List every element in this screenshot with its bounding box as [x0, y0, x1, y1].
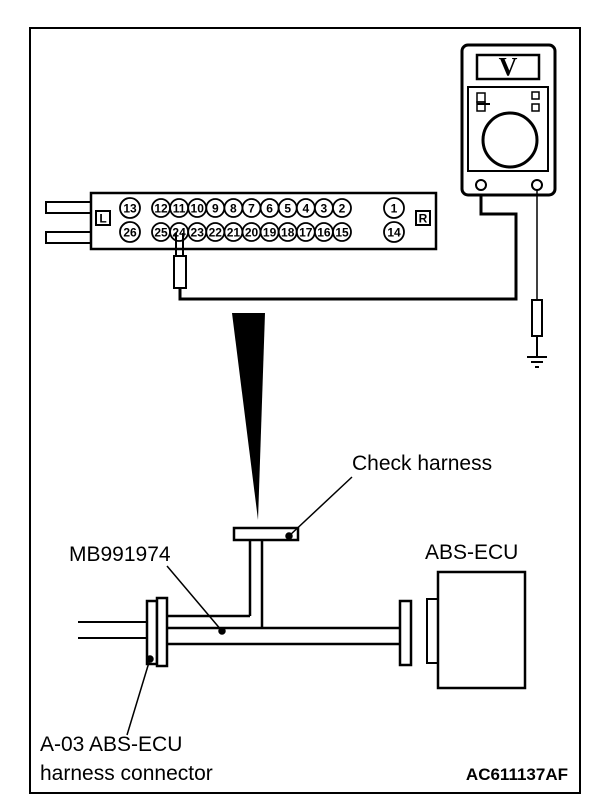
- leader-lines: [126, 476, 353, 736]
- connector-pin-label: 14: [387, 226, 401, 240]
- abs-ecu-box: [436, 570, 527, 690]
- meter-dial: [481, 111, 539, 169]
- connector-prongs: [45, 201, 93, 244]
- connector-pin-2: [332, 198, 352, 218]
- connector-pin-label: 11: [173, 202, 186, 216]
- label-tool-mb991974: MB991974: [69, 543, 171, 566]
- wire-probe-to-meter: [178, 186, 518, 301]
- connector-pin-label: 6: [266, 202, 273, 216]
- connector-pin-label: 1: [391, 202, 398, 216]
- connector-pin-label: 9: [212, 202, 219, 216]
- connector-pin-label: 21: [227, 226, 241, 240]
- connector-pin-26: [119, 221, 141, 243]
- connector-pin-label: 8: [230, 202, 237, 216]
- label-check-harness: Check harness: [352, 452, 492, 475]
- connector-pin-label: 23: [191, 226, 205, 240]
- connector-side-l: L: [95, 210, 111, 226]
- meter-symbol: V: [499, 53, 518, 82]
- tool-connector-plate: [155, 596, 169, 668]
- connector-pin-label: 10: [191, 202, 205, 216]
- connector-pin-label: 7: [248, 202, 255, 216]
- connector-pin-13: [119, 197, 141, 219]
- connector-pin-label: 22: [209, 226, 223, 240]
- connector-pin-label: 13: [123, 202, 137, 216]
- connector-pin-label: 15: [335, 226, 349, 240]
- ground-icon: [527, 356, 547, 368]
- voltmeter: V: [460, 43, 557, 197]
- connector-pin-label: 5: [284, 202, 291, 216]
- connector-pin-label: 19: [263, 226, 277, 240]
- meter-display: [475, 53, 541, 81]
- connector-pin-label: 18: [281, 226, 295, 240]
- connector-side-r: R: [415, 210, 431, 226]
- connector-pin-label: 25: [154, 226, 168, 240]
- connector-label-l: L: [99, 212, 106, 226]
- connector-pin-label: 4: [302, 202, 309, 216]
- ecu-side-connector: [398, 599, 413, 667]
- check-harness-tool: [167, 537, 400, 646]
- zoom-pointer: [232, 313, 265, 520]
- connector-pin-14: [383, 221, 405, 243]
- ground-lead: [531, 190, 543, 357]
- connector-label-r: R: [419, 212, 428, 226]
- connector-pin-label: 3: [321, 202, 328, 216]
- diagram-frame: [29, 27, 581, 794]
- label-connector-line2: harness connector: [40, 762, 213, 785]
- connector-pin-label: 24: [172, 226, 186, 240]
- connector-pin-label: 2: [339, 202, 346, 216]
- connector-pin-label: 26: [123, 226, 137, 240]
- connector-pin-label: 17: [299, 226, 313, 240]
- connector-pin-15: [332, 222, 352, 242]
- harness-connector-a03: [145, 599, 159, 666]
- check-harness-block: [232, 526, 300, 542]
- connector-pin-label: 16: [317, 226, 331, 240]
- figure-code: AC611137AF: [466, 765, 568, 784]
- meter-terminal-neg: [475, 179, 487, 191]
- connector-pin-label: 12: [154, 202, 168, 216]
- vehicle-harness-wires: [78, 621, 148, 639]
- meter-terminal-pos: [531, 179, 543, 191]
- connector-pin-label: 20: [245, 226, 259, 240]
- ecu-connector-receptacle: [426, 598, 439, 664]
- label-connector-line1: A-03 ABS-ECU: [40, 733, 182, 756]
- connector-pin-1: [383, 197, 405, 219]
- label-abs-ecu: ABS-ECU: [425, 541, 518, 564]
